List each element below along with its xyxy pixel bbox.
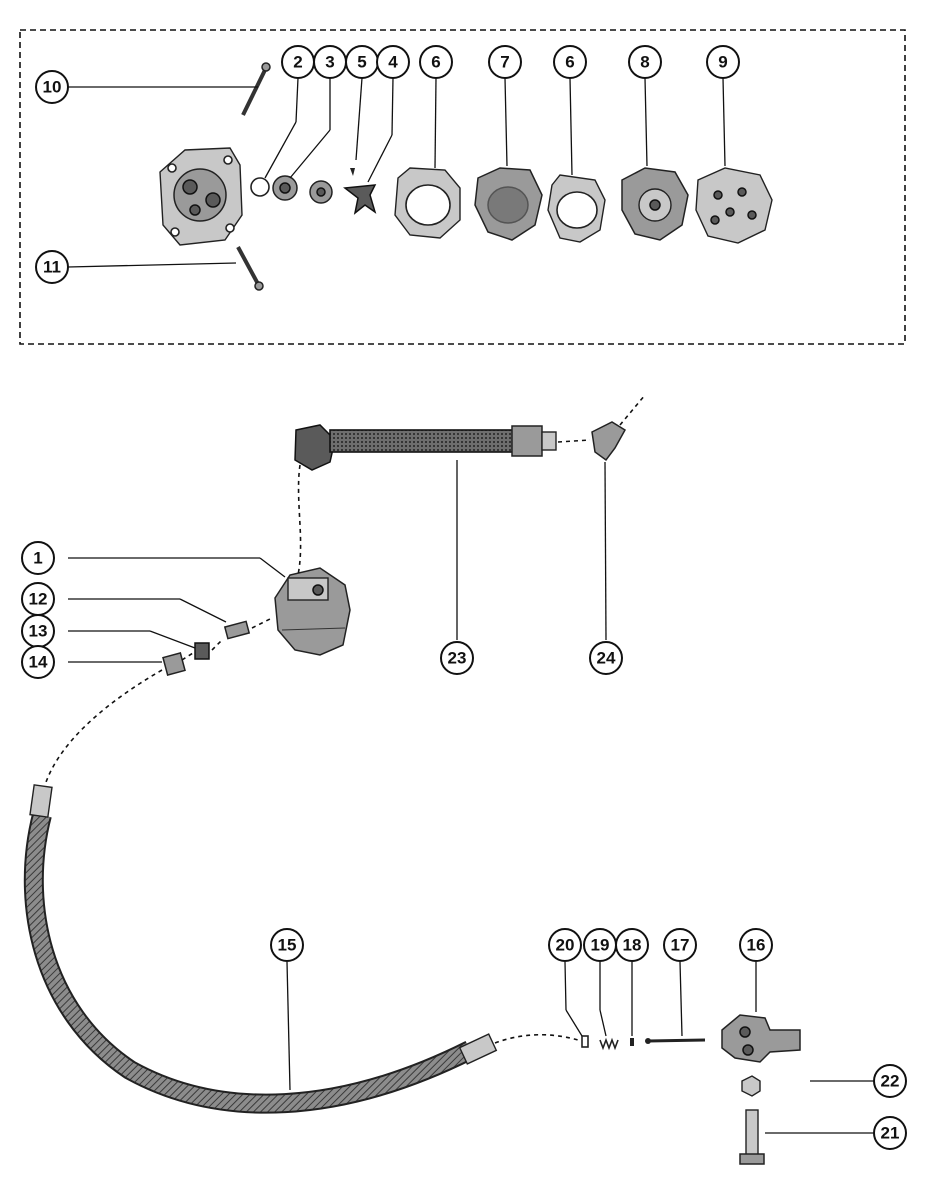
callout-17: 17 — [663, 928, 697, 962]
screw-11 — [236, 246, 264, 291]
callout-10-label: 10 — [43, 78, 62, 97]
callout-9-label: 9 — [718, 53, 727, 72]
callout-20-label: 20 — [556, 936, 575, 955]
nut-22 — [741, 1075, 761, 1097]
callout-16: 16 — [739, 928, 773, 962]
repair-kit-boundary — [19, 29, 906, 345]
gasket-6b — [547, 174, 606, 243]
callout-9: 9 — [706, 45, 740, 79]
plunger-18 — [630, 1038, 634, 1046]
callout-18: 18 — [615, 928, 649, 962]
callout-8: 8 — [628, 45, 662, 79]
callout-21-label: 21 — [881, 1124, 900, 1143]
callout-4: 4 — [376, 45, 410, 79]
callout-11: 11 — [35, 250, 69, 284]
gasket-6a — [394, 167, 461, 239]
callout-6a-label: 6 — [431, 53, 440, 72]
callout-24-label: 24 — [597, 649, 616, 668]
callout-19-label: 19 — [591, 936, 610, 955]
callout-22: 22 — [873, 1064, 907, 1098]
callout-11-label: 11 — [43, 258, 61, 277]
fitting-12 — [223, 620, 251, 640]
callout-15-label: 15 — [278, 936, 297, 955]
callout-4-label: 4 — [388, 53, 398, 72]
callout-23: 23 — [440, 641, 474, 675]
callout-1: 1 — [21, 541, 55, 575]
callout-18-label: 18 — [623, 936, 642, 955]
leader-lines — [67, 77, 874, 1134]
callout-12-label: 12 — [29, 590, 48, 609]
valve-3 — [272, 175, 298, 201]
callout-14-label: 14 — [29, 653, 48, 672]
callout-20: 20 — [548, 928, 582, 962]
ring-20 — [581, 1035, 589, 1048]
callout-6b: 6 — [553, 45, 587, 79]
valve-body-16 — [721, 1014, 801, 1063]
pump-cover — [159, 147, 243, 246]
callout-6b-label: 6 — [565, 53, 574, 72]
fuel-line-23 — [294, 424, 557, 471]
callout-2-label: 2 — [293, 53, 302, 72]
retainer-4 — [343, 184, 377, 215]
cover-8 — [621, 167, 689, 241]
callout-16-label: 16 — [747, 936, 766, 955]
fuel-hose-15 — [23, 784, 498, 1114]
screw-5 — [350, 168, 355, 176]
fuel-pump-1 — [274, 567, 351, 656]
bolt-21 — [739, 1109, 765, 1165]
callout-7: 7 — [488, 45, 522, 79]
needle-17 — [645, 1038, 706, 1044]
callout-7-label: 7 — [500, 53, 509, 72]
callout-13: 13 — [21, 614, 55, 648]
diaphragm-7 — [474, 167, 543, 241]
sleeve-14 — [162, 652, 186, 676]
callout-15: 15 — [270, 928, 304, 962]
callout-23-label: 23 — [448, 649, 467, 668]
callout-24: 24 — [589, 641, 623, 675]
callout-12: 12 — [21, 582, 55, 616]
screw-10 — [241, 62, 271, 116]
callout-10: 10 — [35, 70, 69, 104]
callout-1-label: 1 — [33, 549, 42, 568]
callout-13-label: 13 — [29, 622, 48, 641]
assembly-paths — [44, 394, 646, 1044]
callout-22-label: 22 — [881, 1072, 900, 1091]
callout-2: 2 — [281, 45, 315, 79]
callout-3-label: 3 — [325, 53, 334, 72]
check-ball-2 — [250, 177, 270, 197]
callout-3: 3 — [313, 45, 347, 79]
spring-19 — [599, 1037, 619, 1051]
callout-21: 21 — [873, 1116, 907, 1150]
callout-17-label: 17 — [671, 936, 690, 955]
nut-13 — [194, 642, 210, 660]
callout-5: 5 — [345, 45, 379, 79]
callout-8-label: 8 — [640, 53, 649, 72]
callout-6a: 6 — [419, 45, 453, 79]
callout-5-label: 5 — [357, 53, 366, 72]
plate-9 — [695, 167, 773, 244]
callout-19: 19 — [583, 928, 617, 962]
valve-seat — [309, 180, 333, 204]
elbow-fitting-24 — [591, 421, 627, 462]
callout-14: 14 — [21, 645, 55, 679]
